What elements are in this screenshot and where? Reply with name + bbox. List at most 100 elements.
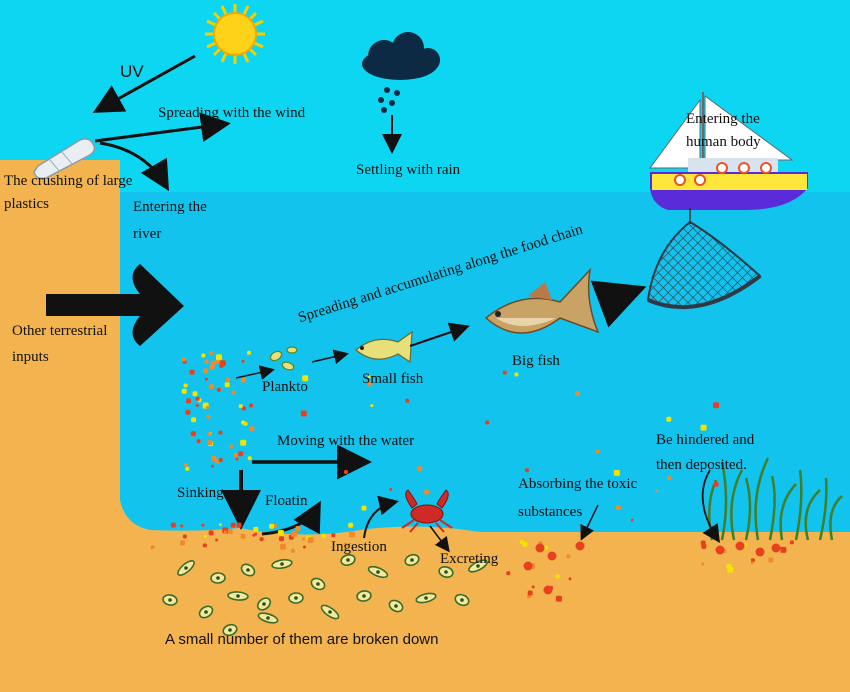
water-arrows [221, 444, 720, 553]
particle [735, 541, 745, 551]
particle [181, 388, 187, 394]
particle [205, 406, 209, 409]
microbe-nucleus [246, 568, 250, 572]
particle [595, 449, 600, 454]
particle [506, 571, 511, 576]
label-small-fish: Small fish [362, 371, 424, 387]
arrows-sky [92, 54, 402, 192]
particle [302, 537, 305, 541]
label-sinking: Sinking [177, 485, 224, 501]
particle [566, 554, 571, 559]
particle [348, 522, 354, 528]
microbe-nucleus [424, 596, 428, 600]
label-moving-water: Moving with the water [277, 433, 415, 449]
particle [389, 488, 393, 491]
microbe-nucleus [294, 596, 298, 600]
arrow-to-net [590, 280, 647, 328]
particle [186, 398, 191, 404]
particle [715, 545, 725, 555]
particle [613, 469, 620, 476]
particle [343, 542, 348, 547]
microbe-nucleus [328, 610, 332, 614]
particle [630, 518, 634, 522]
particle [209, 351, 213, 355]
particle [367, 381, 373, 387]
microbe-nucleus [168, 598, 172, 602]
particle [240, 377, 246, 383]
microbe-nucleus [376, 570, 380, 574]
terrestrial-input-arrow [46, 264, 184, 346]
particle [181, 357, 186, 362]
particle [180, 540, 186, 546]
particle [575, 391, 580, 397]
particle [223, 530, 227, 534]
particle [195, 404, 199, 407]
particle [789, 540, 794, 545]
particle [615, 505, 621, 510]
particle [405, 398, 410, 403]
particle [170, 522, 176, 528]
particle [547, 551, 557, 561]
microplastic-particles [150, 350, 794, 602]
particle [417, 466, 423, 472]
particle [229, 444, 234, 449]
particle [543, 585, 553, 595]
microbe-nucleus [316, 582, 320, 586]
label-spreading-wind: Spreading with the wind [158, 105, 306, 121]
particle [370, 404, 374, 408]
particle [555, 595, 562, 602]
microbe-nucleus [204, 610, 208, 614]
particle [321, 533, 326, 538]
particle [209, 364, 215, 370]
particle [249, 403, 253, 408]
particle [180, 524, 184, 528]
particle [211, 455, 217, 461]
particle [726, 563, 732, 569]
particle [514, 372, 519, 377]
particle [208, 530, 214, 536]
particle [231, 390, 236, 395]
fishing-net-icon [646, 220, 762, 310]
particle [182, 534, 187, 539]
label-broken-down: A small number of them are broken down [165, 631, 439, 648]
particle [183, 462, 188, 467]
particle [555, 574, 560, 579]
particle [424, 489, 430, 495]
microbe-nucleus [236, 594, 240, 598]
particle [211, 464, 215, 468]
particle [204, 377, 208, 381]
particle [243, 421, 248, 426]
particle [201, 523, 205, 527]
label-settling-rain: Settling with rain [356, 162, 461, 178]
particle [485, 420, 490, 425]
particle [206, 414, 211, 419]
particle [226, 377, 230, 382]
boat-icon [649, 92, 808, 224]
particle [236, 522, 242, 528]
microbe-nucleus [460, 598, 464, 602]
particle [291, 530, 298, 537]
particle [203, 368, 209, 374]
microbe-nucleus [184, 566, 188, 570]
particle [535, 543, 545, 553]
particle [544, 545, 549, 550]
plankton-icon [269, 346, 298, 371]
particle [202, 543, 207, 548]
particle [300, 410, 307, 417]
particle [195, 396, 200, 401]
food-chain-arrows [235, 322, 470, 380]
particle [713, 481, 719, 487]
particle [240, 439, 247, 446]
particle [367, 375, 371, 379]
microbe-nucleus [410, 558, 414, 562]
particle [183, 383, 188, 388]
particle [215, 359, 220, 364]
particle [302, 375, 309, 382]
sun-icon [205, 4, 265, 64]
particle [295, 526, 301, 531]
particle [713, 402, 720, 409]
microbe-nucleus [346, 558, 350, 562]
particle [522, 541, 528, 547]
particle [219, 360, 226, 367]
